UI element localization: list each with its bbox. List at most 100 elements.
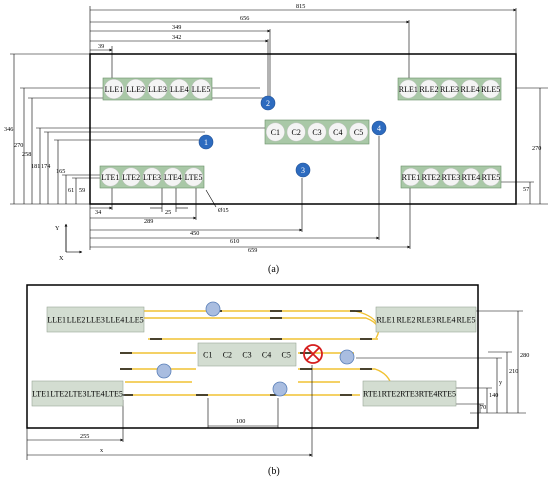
label-b-c4: C4 [262,350,271,359]
dim-b-280: 280 [520,352,529,359]
slot-a-lte2 [121,167,141,187]
label-a-lte3: LTE3 [143,173,161,182]
dim-270-left: 270 [14,142,23,149]
hole-diameter-label: Ø15 [218,207,229,214]
label-a-lle2: LLE2 [126,85,145,94]
dim-b-255: 255 [80,433,89,440]
panel-b-markers [156,301,355,397]
dim-610: 610 [230,238,239,245]
label-b-rte4: RTE4 [419,389,438,398]
dim-174: 174 [41,163,50,170]
marker-a-4: 4 [371,120,387,136]
panel-a-frame [89,53,517,205]
panel-a: 815 656 349 342 39 346 270 [4,3,548,275]
slot-a-rte1 [402,167,421,186]
label-a-rle5: RLE5 [481,85,500,94]
label-a-c2: C2 [292,128,301,137]
group-b-lle-panel [46,306,145,333]
cable-top-1 [125,310,379,328]
marker-a-1: 1 [198,134,214,150]
stop-marker [303,344,323,364]
marker-a-3: 3 [295,162,311,178]
dim-270-right: 270 [532,145,541,152]
label-b-rle2: RLE2 [396,315,415,324]
label-a-lle4: LLE4 [170,85,189,94]
label-a-c1: C1 [271,128,280,137]
slot-a-rle3 [440,79,459,99]
panel-a-right-dimensions: 270 57 [500,87,548,205]
marker-b-4 [272,381,288,397]
marker-a-4-label: 4 [377,124,381,133]
slot-a-c5 [349,122,368,142]
label-b-lle5: LLE5 [125,315,144,324]
group-b-rte-panel [362,380,457,407]
axis-y-label: Y [55,225,60,232]
dim-656: 656 [240,15,249,22]
dim-349: 349 [172,24,181,31]
label-a-rte3: RTE3 [442,173,461,182]
label-b-rte2: RTE2 [382,389,401,398]
slot-a-c3 [307,122,327,142]
slot-a-c1 [265,122,285,142]
panel-b-frame [26,284,479,429]
label-b-c5: C5 [282,350,291,359]
label-a-lte1: LTE1 [101,173,119,182]
label-a-c4: C4 [333,128,342,137]
slot-a-lle4 [169,79,190,99]
label-a-rte1: RTE1 [402,173,421,182]
label-b-rle5: RLE5 [456,315,475,324]
dim-39: 39 [98,43,104,50]
slot-a-rle1 [398,79,418,99]
group-b-c-panel [197,342,297,367]
caption-a: (a) [268,264,279,275]
group-a-c: C1 C2 C3 C4 C5 [264,119,370,145]
label-a-lte5: LTE5 [185,173,203,182]
label-b-c2: C2 [223,350,232,359]
slot-a-rte2 [422,167,441,186]
slot-a-lte4 [163,167,183,187]
label-a-lte2: LTE2 [122,173,140,182]
dim-342: 342 [172,34,181,41]
label-a-lle3: LLE3 [148,85,167,94]
dim-b-140: 140 [489,392,498,399]
label-a-lte4: LTE4 [164,173,182,182]
caption-b: (b) [268,466,280,477]
label-b-lle3: LLE3 [86,315,105,324]
slot-a-lte5 [184,167,204,187]
slot-a-rte4 [462,167,481,186]
dim-258: 258 [22,151,31,158]
dim-450: 450 [190,230,199,237]
axis-indicator: Y X [55,223,83,262]
label-a-lle1: LLE1 [105,85,124,94]
label-a-c3: C3 [312,128,321,137]
label-b-c3: C3 [242,350,251,359]
label-b-rte5: RTE5 [437,389,456,398]
label-a-c5: C5 [354,128,363,137]
label-b-rte3: RTE3 [400,389,419,398]
marker-b-1 [205,301,221,317]
dim-346: 346 [4,126,13,133]
label-b-rle1: RLE1 [376,315,395,324]
group-b-rle-panel [375,306,477,333]
slot-a-lle5 [191,79,212,99]
dim-59: 59 [79,187,85,194]
slot-a-lle2 [125,79,146,99]
label-b-lte1: LTE1 [32,389,50,398]
label-b-lle2: LLE2 [67,315,86,324]
slot-a-rle4 [460,79,480,99]
label-b-lte4: LTE4 [87,389,105,398]
label-b-lte3: LTE3 [69,389,87,398]
cable-top-2 [125,317,380,339]
label-a-rte5: RTE5 [482,173,501,182]
slot-a-c4 [328,122,348,142]
label-a-rte2: RTE2 [422,173,441,182]
label-b-lle4: LLE4 [106,315,125,324]
